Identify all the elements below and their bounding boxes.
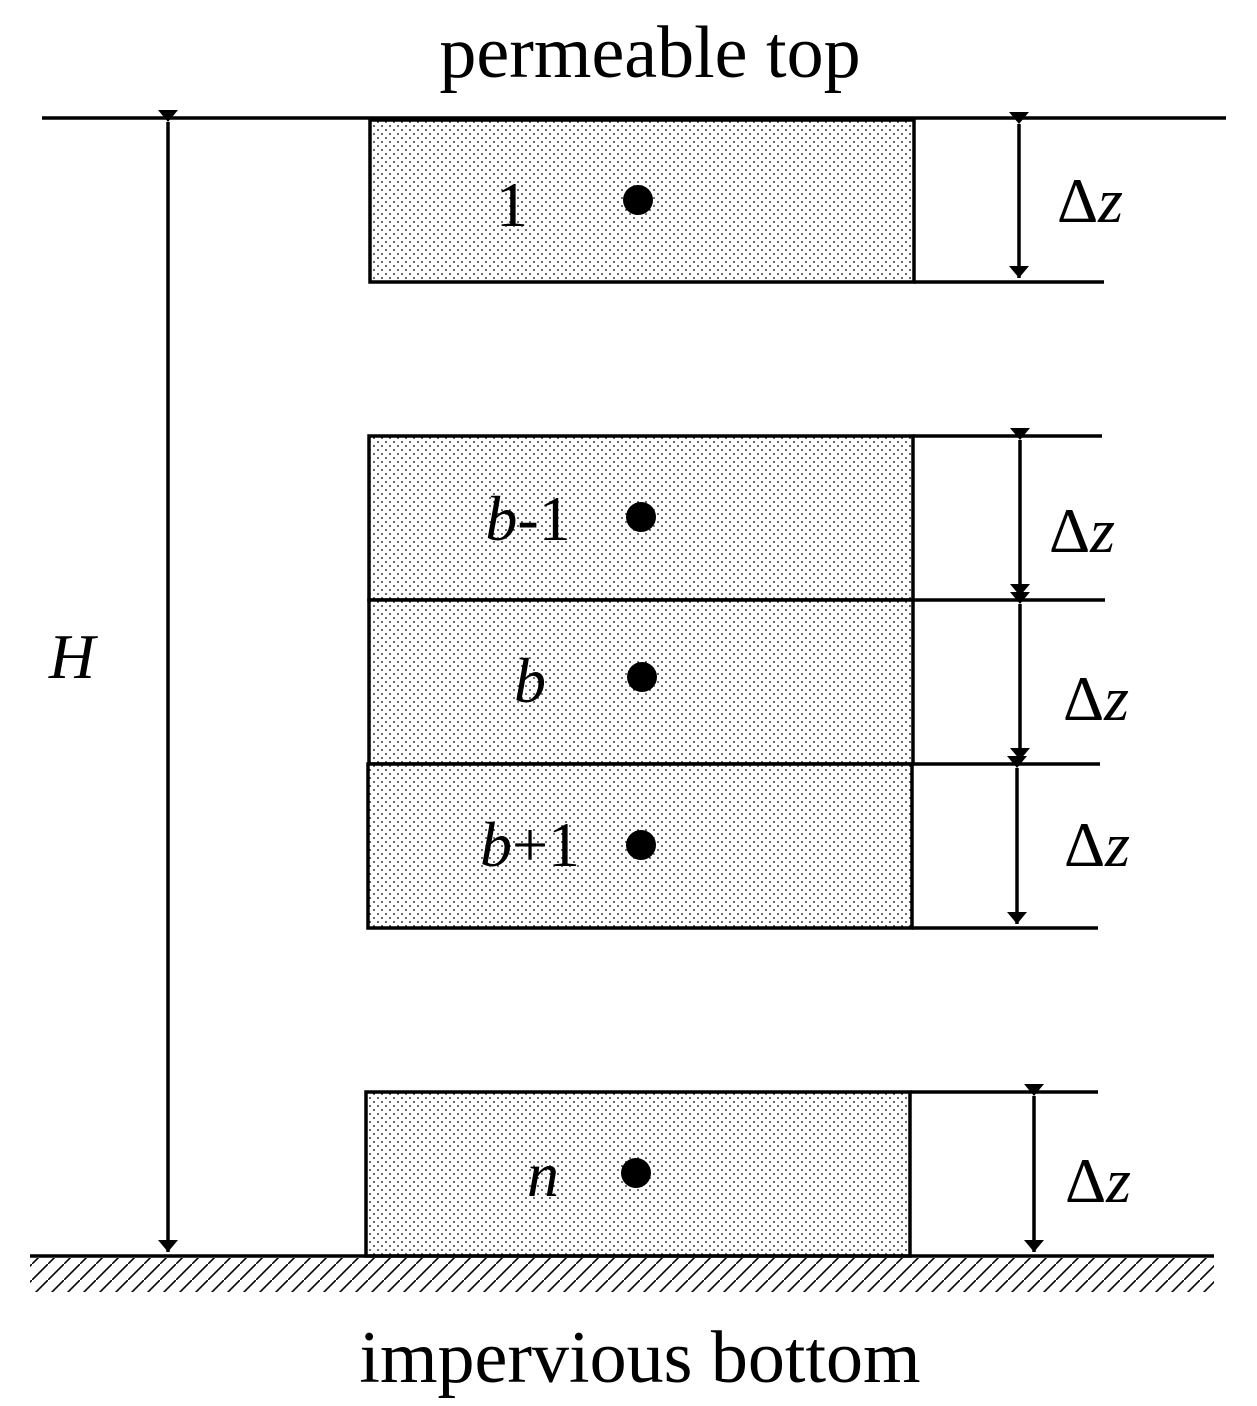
layer-1-thickness-label: Δz — [1057, 165, 1123, 236]
layer-b-plus-1-label: b+1 — [480, 809, 580, 880]
layer-b-plus-1-node — [626, 830, 656, 860]
layer-b-minus-1-label: b-1 — [485, 483, 570, 554]
layer-n-node — [621, 1158, 651, 1188]
layer-b-minus-1-thickness-label: Δz — [1049, 495, 1115, 566]
layer-b-label: b — [514, 645, 546, 716]
layer-b-thickness-label: Δz — [1063, 663, 1129, 734]
layer-b-plus-1-thickness-label: Δz — [1064, 809, 1130, 880]
layer-b-node — [627, 662, 657, 692]
layer-1-label: 1 — [496, 169, 528, 240]
impervious-hatching — [30, 1258, 1214, 1292]
layer-n-label: n — [527, 1139, 559, 1210]
impervious-bottom-label: impervious bottom — [359, 1317, 920, 1399]
total-height-label: H — [48, 621, 99, 692]
permeable-top-label: permeable top — [439, 12, 860, 94]
layer-1-node — [623, 185, 653, 215]
layer-b-minus-1-node — [626, 502, 656, 532]
layer-n-thickness-label: Δz — [1065, 1145, 1131, 1216]
